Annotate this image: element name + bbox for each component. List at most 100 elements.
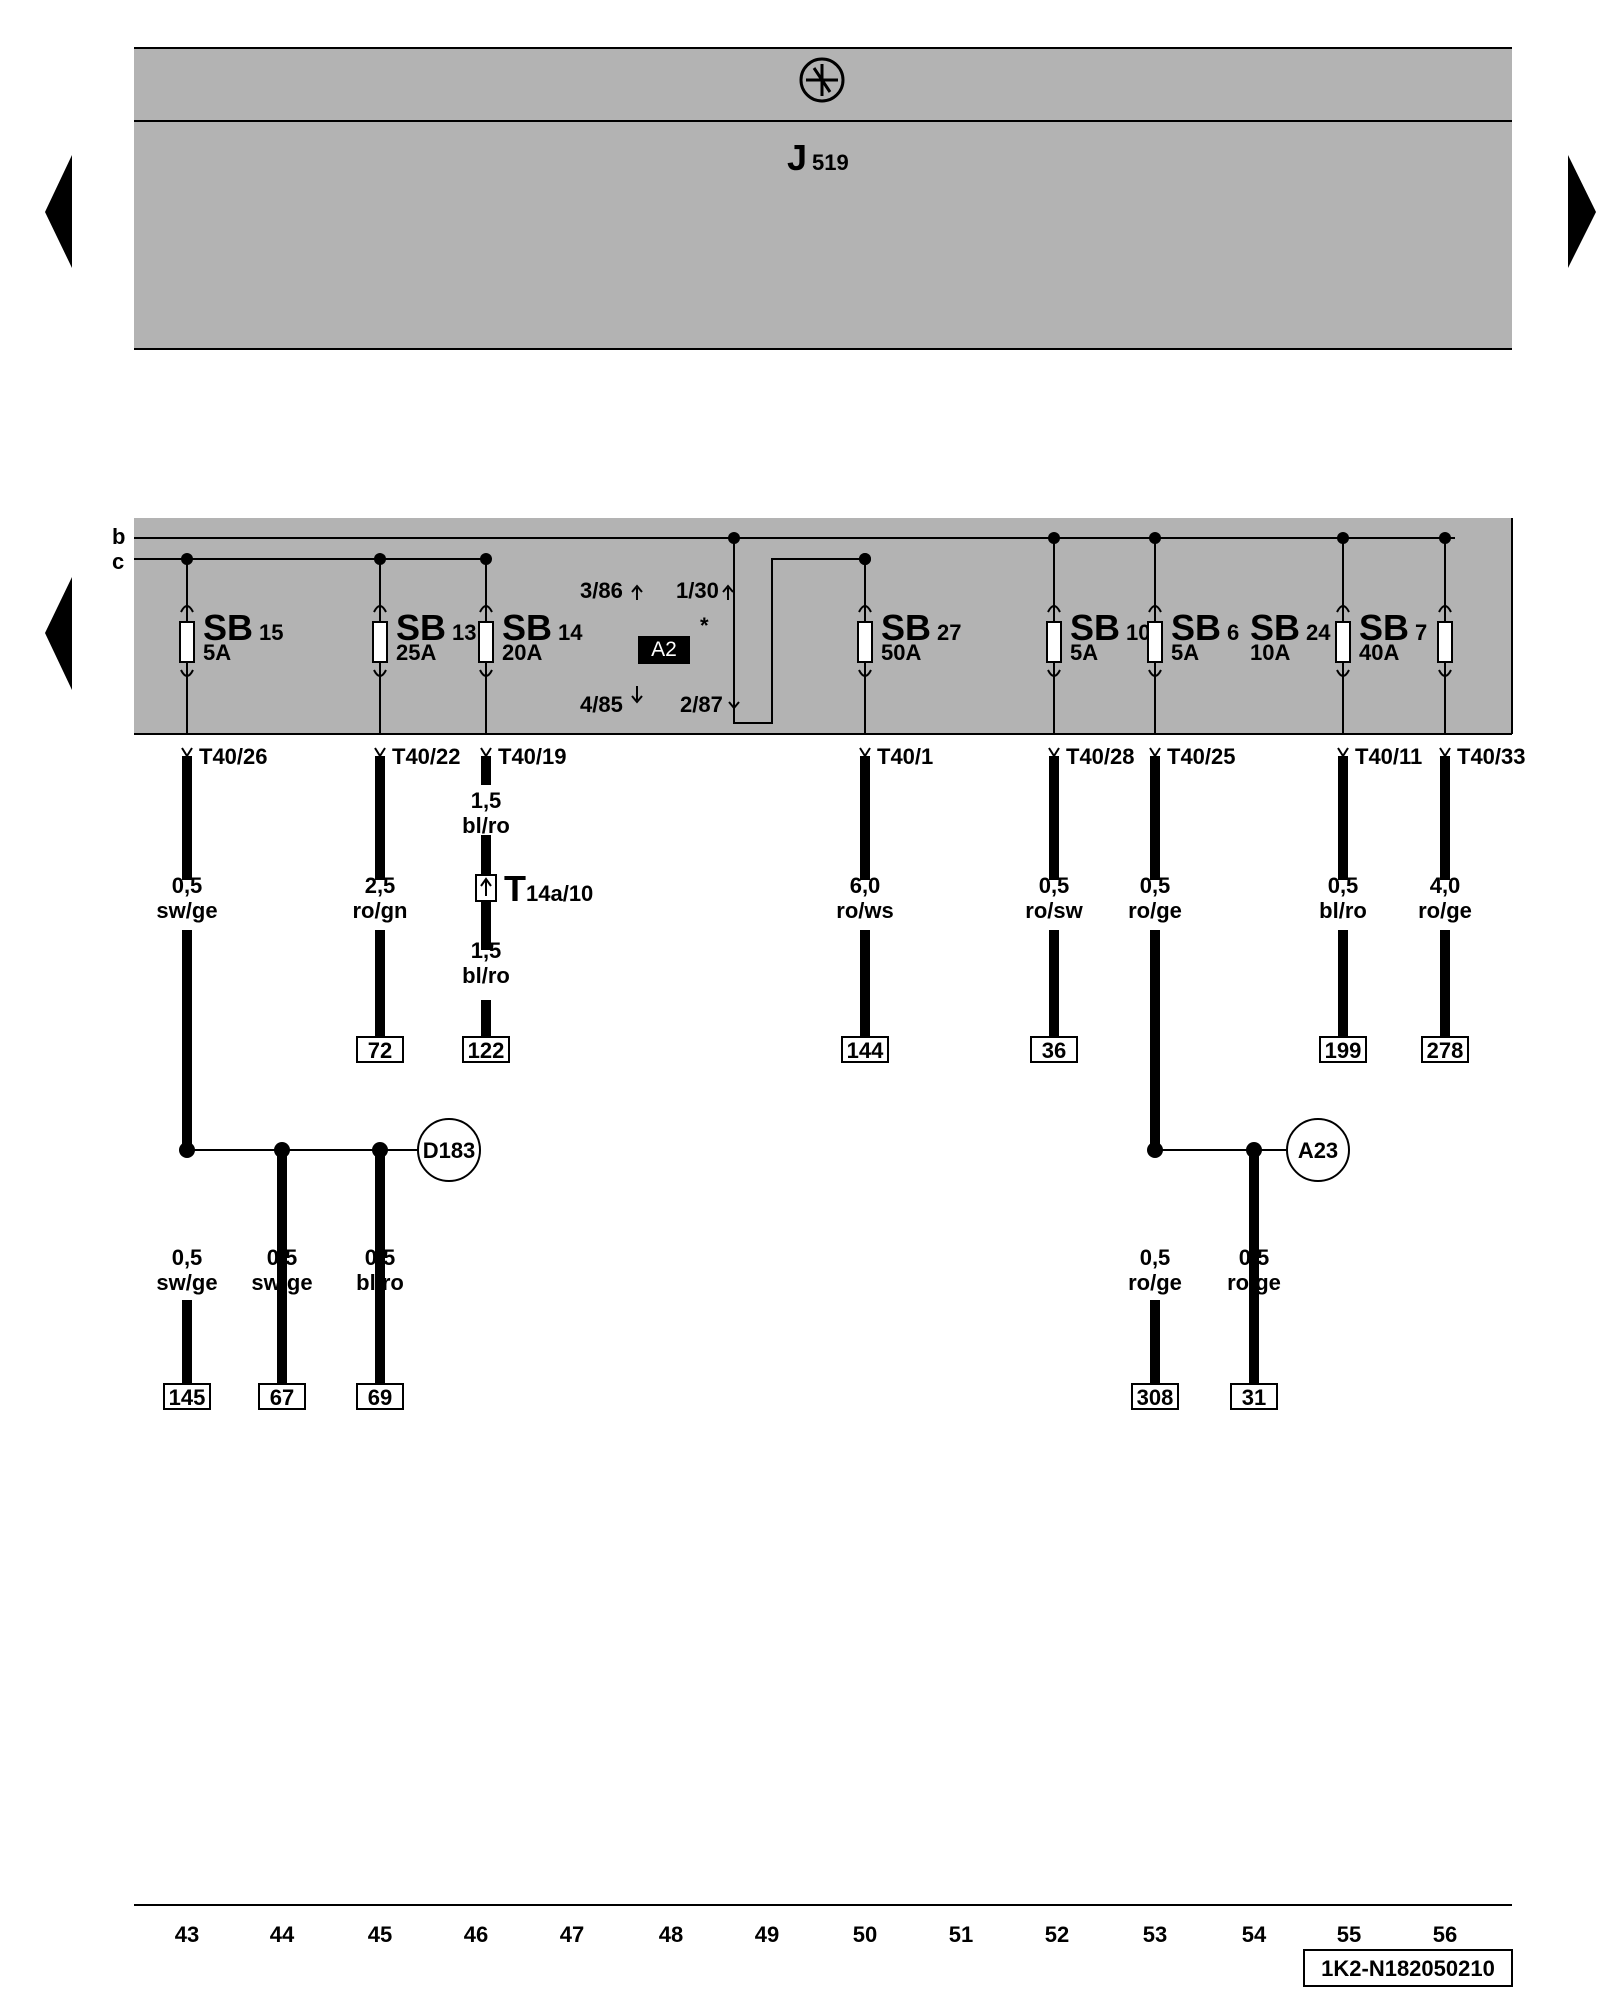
- fuse-name: SB: [881, 607, 931, 648]
- wire-color: ro/ws: [836, 898, 893, 923]
- unit-label-sub: 519: [812, 150, 849, 175]
- wire-size: 0,5: [1328, 873, 1359, 898]
- fuse-element-icon: [1335, 621, 1351, 663]
- terminal-label: T40/25: [1167, 744, 1236, 769]
- fuse-rating: 20A: [502, 640, 542, 665]
- wire-color: ro/ge: [1128, 898, 1182, 923]
- ref-box[interactable]: [462, 1036, 510, 1063]
- bus-b-label: b: [112, 524, 125, 549]
- nav-next-icon[interactable]: [1568, 155, 1596, 268]
- wire-color: sw/ge: [156, 1270, 217, 1295]
- fuse-name: SB: [502, 607, 552, 648]
- pin-arc-icon: [858, 605, 872, 613]
- relay-pin-1-30: 1/30: [676, 578, 719, 603]
- nav-prev-icon[interactable]: [45, 155, 72, 268]
- ref-number[interactable]: 199: [1325, 1038, 1362, 1063]
- splice-node: [372, 1142, 388, 1158]
- wire-color: sw/ge: [156, 898, 217, 923]
- ref-number[interactable]: 69: [368, 1385, 392, 1410]
- wire-size: 0,5: [1140, 1245, 1171, 1270]
- pin-arc-icon: [1438, 669, 1452, 677]
- fuse-element-icon: [372, 621, 388, 663]
- terminal-label: T40/26: [199, 744, 268, 769]
- wire-size: 0,5: [1039, 873, 1070, 898]
- fuse-number: 27: [937, 620, 961, 645]
- terminal-pin-icon: [1149, 747, 1161, 758]
- column-number: 43: [175, 1922, 199, 1947]
- terminal-label: T40/33: [1457, 744, 1526, 769]
- ref-box[interactable]: [1319, 1036, 1367, 1063]
- wire-color: ro/sw: [1025, 898, 1083, 923]
- pin-arc-icon: [373, 669, 387, 677]
- terminal-pin-icon: [181, 747, 193, 758]
- fuse-name: SB: [1359, 607, 1409, 648]
- column-number: 51: [949, 1922, 973, 1947]
- ref-box[interactable]: [356, 1036, 404, 1063]
- wire-color: sw/ge: [251, 1270, 312, 1295]
- pin-arc-icon: [1047, 669, 1061, 677]
- terminal-pin-icon: [480, 747, 492, 758]
- column-number: 55: [1337, 1922, 1361, 1947]
- wire-size: 1,5: [471, 938, 502, 963]
- ref-number[interactable]: 31: [1242, 1385, 1266, 1410]
- ref-number[interactable]: 144: [847, 1038, 884, 1063]
- relay-pin-4-85: 4/85: [580, 692, 623, 717]
- connector-arrow-icon: [480, 877, 492, 896]
- ref-number[interactable]: 122: [468, 1038, 505, 1063]
- fuse-number: 6: [1227, 620, 1239, 645]
- ref-number[interactable]: 278: [1427, 1038, 1464, 1063]
- ref-box[interactable]: [1230, 1383, 1278, 1410]
- column-number: 45: [368, 1922, 392, 1947]
- bus-c-label: c: [112, 549, 124, 574]
- fuse-box: [134, 518, 1513, 735]
- bus-node: [1149, 532, 1161, 544]
- pin-arc-icon: [858, 669, 872, 677]
- ref-number[interactable]: 145: [169, 1385, 206, 1410]
- fuse-element-icon: [478, 621, 494, 663]
- ref-number[interactable]: 308: [1137, 1385, 1174, 1410]
- control-unit-j519: J 519: [134, 47, 1512, 350]
- bus-node: [1048, 532, 1060, 544]
- ref-number[interactable]: 72: [368, 1038, 392, 1063]
- pin-arc-icon: [1336, 669, 1350, 677]
- fuse-element-icon: [179, 621, 195, 663]
- fuse-rating: 5A: [1070, 640, 1098, 665]
- fuse-name: SB: [203, 607, 253, 648]
- ref-box[interactable]: [841, 1036, 889, 1063]
- wire-size: 2,5: [365, 873, 396, 898]
- wire-color: bl/ro: [356, 1270, 404, 1295]
- fuse-rating: 40A: [1359, 640, 1399, 665]
- ref-box[interactable]: [356, 1383, 404, 1410]
- column-number: 47: [560, 1922, 584, 1947]
- connector-label: T: [504, 868, 526, 909]
- relay-pin-3-86: 3/86: [580, 578, 623, 603]
- splice-node: [274, 1142, 290, 1158]
- nav-prev-icon[interactable]: [45, 577, 72, 690]
- splice-node: [179, 1142, 195, 1158]
- pin-arc-icon: [479, 605, 493, 613]
- relay-pin-arrow-icon: [722, 584, 734, 600]
- ref-number[interactable]: 36: [1042, 1038, 1066, 1063]
- ref-box[interactable]: [258, 1383, 306, 1410]
- wire-size: 0,5: [267, 1245, 298, 1270]
- terminal-pin-icon: [1439, 747, 1451, 758]
- ref-box[interactable]: [1131, 1383, 1179, 1410]
- bus-node: [374, 553, 386, 565]
- terminal-pin-icon: [859, 747, 871, 758]
- ref-box[interactable]: [1421, 1036, 1469, 1063]
- pin-arc-icon: [1438, 605, 1452, 613]
- ref-box[interactable]: [163, 1383, 211, 1410]
- splice-node: [1246, 1142, 1262, 1158]
- fuse-number: 10: [1126, 620, 1150, 645]
- ref-box[interactable]: [1030, 1036, 1078, 1063]
- pin-arc-icon: [180, 669, 194, 677]
- wire-color: bl/ro: [462, 963, 510, 988]
- fuse-name: SB: [1070, 607, 1120, 648]
- doc-id: 1K2-N182050210: [1321, 1956, 1495, 1981]
- ref-number[interactable]: 67: [270, 1385, 294, 1410]
- fuse-name: SB: [1171, 607, 1221, 648]
